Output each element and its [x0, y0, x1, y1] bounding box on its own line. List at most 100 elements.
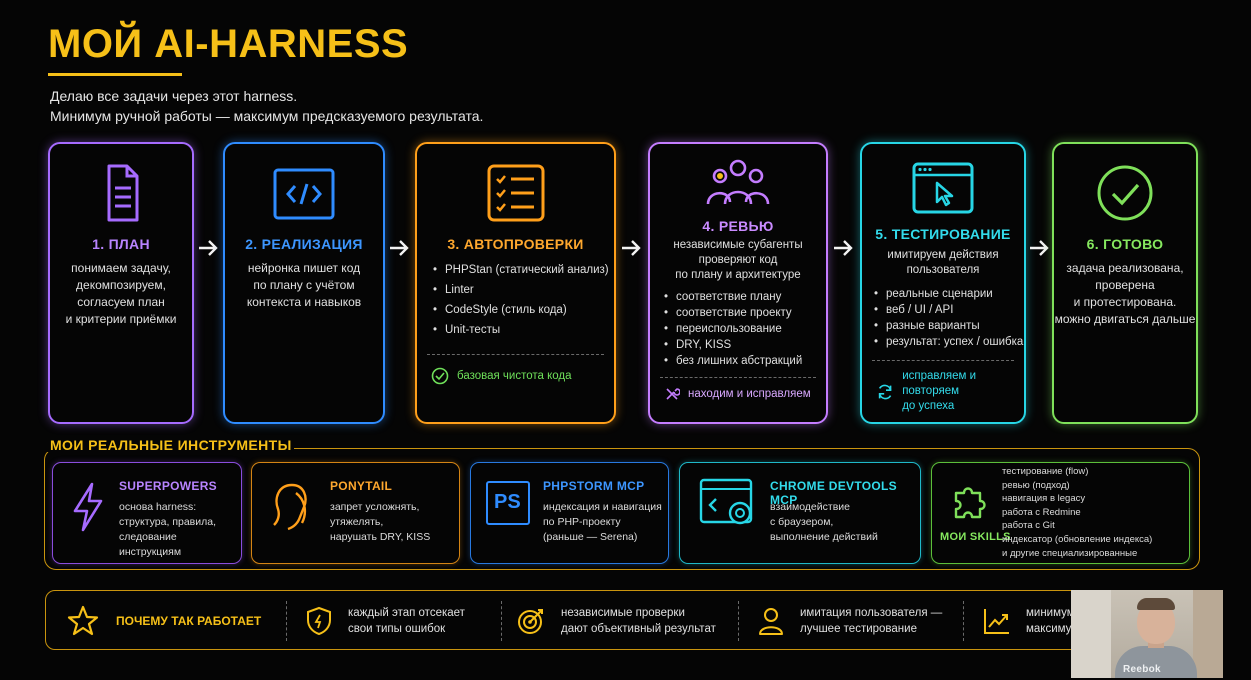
check-circle-icon — [431, 367, 449, 385]
webcam-overlay: Reebok — [1071, 590, 1223, 678]
check-circle-icon — [1097, 165, 1153, 221]
arrow-right-icon — [199, 240, 218, 256]
step-description: понимаем задачу, декомпозируем, согласуе… — [65, 261, 177, 326]
step-footer-text: исправляем и повторяем до успеха — [902, 370, 977, 412]
why-label-group: ПОЧЕМУ ТАК РАБОТАЕТ — [66, 591, 261, 651]
step-card-done: 6. ГОТОВО задача реализована, проверена … — [1052, 142, 1198, 424]
shield-icon — [307, 606, 331, 636]
list-item: соответствие плану — [662, 289, 826, 305]
tool-card-chrome-devtools-mcp: CHROME DEVTOOLS MCP взаимодействие с бра… — [679, 462, 921, 564]
tool-description: взаимодействие с браузером, выполнение д… — [770, 501, 878, 543]
star-icon — [67, 605, 99, 636]
browser-cursor-icon — [912, 162, 974, 214]
step-card-testing: 5. ТЕСТИРОВАНИЕ имитируем действия польз… — [860, 142, 1026, 424]
ponytail-icon — [273, 483, 307, 531]
step-title: 5. ТЕСТИРОВАНИЕ — [875, 226, 1011, 242]
why-text: каждый этап отсекает свои типы ошибок — [348, 607, 465, 635]
user-icon — [759, 608, 783, 635]
puzzle-icon — [954, 487, 986, 519]
step-checklist: реальные сценарии веб / UI / API разные … — [862, 286, 1024, 350]
page-title: МОЙ AI-HARNESS — [48, 22, 409, 66]
arrow-right-icon — [390, 240, 409, 256]
subtitle-line-2: Минимум ручной работы — максимум предска… — [50, 108, 484, 124]
subtitle: Делаю все задачи через этот harness. Мин… — [50, 86, 483, 126]
list-item: тестирование (flow) — [1002, 466, 1089, 477]
chart-up-icon — [984, 609, 1009, 634]
tool-card-my-skills: МОИ SKILLS тестирование (flow) ревью (по… — [931, 462, 1190, 564]
step-checklist: соответствие плану соответствие проекту … — [650, 289, 826, 369]
step-description: независимые субагенты проверяют код по п… — [673, 239, 803, 281]
why-label: ПОЧЕМУ ТАК РАБОТАЕТ — [116, 614, 262, 628]
webcam-person-hair — [1137, 598, 1175, 610]
step-description: имитируем действия пользователя — [887, 249, 999, 276]
target-icon — [518, 609, 543, 634]
step-title: 2. РЕАЛИЗАЦИЯ — [245, 236, 363, 252]
list-item: разные варианты — [872, 318, 1024, 334]
divider — [501, 601, 502, 641]
tools-frame-gap — [46, 444, 294, 452]
phpstorm-icon-text: PS — [494, 491, 521, 513]
tool-card-ponytail: PONYTAIL запрет усложнять, утяжелять, на… — [251, 462, 460, 564]
list-item: DRY, KISS — [662, 337, 826, 353]
code-icon — [273, 168, 335, 220]
why-item: каждый этап отсекает свои типы ошибок — [304, 591, 465, 651]
step-footer: находим и исправляем — [650, 386, 826, 402]
tool-card-superpowers: SUPERPOWERS основа harness: структура, п… — [52, 462, 242, 564]
why-it-works-bar: ПОЧЕМУ ТАК РАБОТАЕТ каждый этап отсекает… — [45, 590, 1215, 650]
webcam-background-wall — [1193, 590, 1223, 678]
tool-name: PONYTAIL — [330, 479, 393, 493]
step-footer-text: базовая чистота кода — [457, 370, 572, 382]
tool-description: основа harness: структура, правила, след… — [119, 501, 217, 558]
tool-name: CHROME DEVTOOLS MCP — [770, 479, 897, 507]
step-title: 1. ПЛАН — [92, 236, 150, 252]
skills-list: тестирование (flow) ревью (подход) навиг… — [1002, 465, 1152, 560]
list-item: работа с Redmine — [1002, 506, 1081, 518]
list-item: работа с Git — [1002, 520, 1055, 532]
refresh-icon — [878, 384, 892, 399]
subtitle-line-1: Делаю все задачи через этот harness. — [50, 88, 298, 104]
list-item: Linter — [431, 280, 614, 300]
divider — [738, 601, 739, 641]
list-item: Unit-тесты — [431, 320, 614, 340]
checklist-icon — [487, 164, 544, 222]
list-item: CodeStyle (стиль кода) — [431, 300, 614, 320]
why-text: имитация пользователя — лучшее тестирова… — [800, 607, 943, 635]
phpstorm-icon: PS — [486, 481, 530, 525]
tool-name: PHPSTORM MCP — [543, 479, 645, 493]
divider — [963, 601, 964, 641]
tools-frame — [44, 448, 1200, 570]
step-description: задача реализована, проверена и протести… — [1054, 261, 1196, 326]
why-item: минимум максиму — [982, 591, 1075, 651]
list-item: веб / UI / API — [872, 302, 1024, 318]
devtools-icon — [699, 478, 753, 525]
why-text: независимые проверки дают объективный ре… — [561, 607, 716, 635]
divider — [286, 601, 287, 641]
step-checklist: PHPStan (статический анализ) Linter Code… — [417, 260, 614, 340]
step-card-autochecks: 3. АВТОПРОВЕРКИ PHPStan (статический ана… — [415, 142, 616, 424]
why-item: независимые проверки дают объективный ре… — [516, 591, 716, 651]
step-title: 4. РЕВЬЮ — [702, 218, 774, 234]
tool-description: индексация и навигация по PHP-проекту (р… — [543, 501, 662, 543]
list-item: и другие специализированные — [1002, 547, 1138, 559]
tools-section-title: МОИ РЕАЛЬНЫЕ ИНСТРУМЕНТЫ — [50, 437, 292, 453]
list-item: ревью (подход) — [1002, 479, 1070, 491]
step-footer: базовая чистота кода — [417, 367, 614, 385]
list-item: без лишних абстракций — [662, 353, 826, 369]
arrow-right-icon — [1030, 240, 1049, 256]
tool-name: SUPERPOWERS — [119, 479, 217, 493]
document-icon — [107, 164, 139, 222]
list-item: реальные сценарии — [872, 286, 1024, 302]
step-card-implementation: 2. РЕАЛИЗАЦИЯ нейронка пишет код по план… — [223, 142, 385, 424]
list-item: переиспользование — [662, 321, 826, 337]
tool-description: запрет усложнять, утяжелять, нарушать DR… — [330, 501, 431, 543]
tool-card-phpstorm-mcp: PS PHPSTORM MCP индексация и навигация п… — [470, 462, 669, 564]
list-item: соответствие проекту — [662, 305, 826, 321]
step-card-plan: 1. ПЛАН понимаем задачу, декомпозируем, … — [48, 142, 194, 424]
title-underline — [48, 73, 182, 76]
list-item: навигация в legacy — [1002, 493, 1086, 505]
tool-name: МОИ SKILLS — [940, 531, 1011, 543]
why-item: имитация пользователя — лучшее тестирова… — [756, 591, 942, 651]
step-title: 3. АВТОПРОВЕРКИ — [447, 236, 584, 252]
webcam-person-torso — [1115, 646, 1197, 678]
divider — [660, 377, 816, 378]
